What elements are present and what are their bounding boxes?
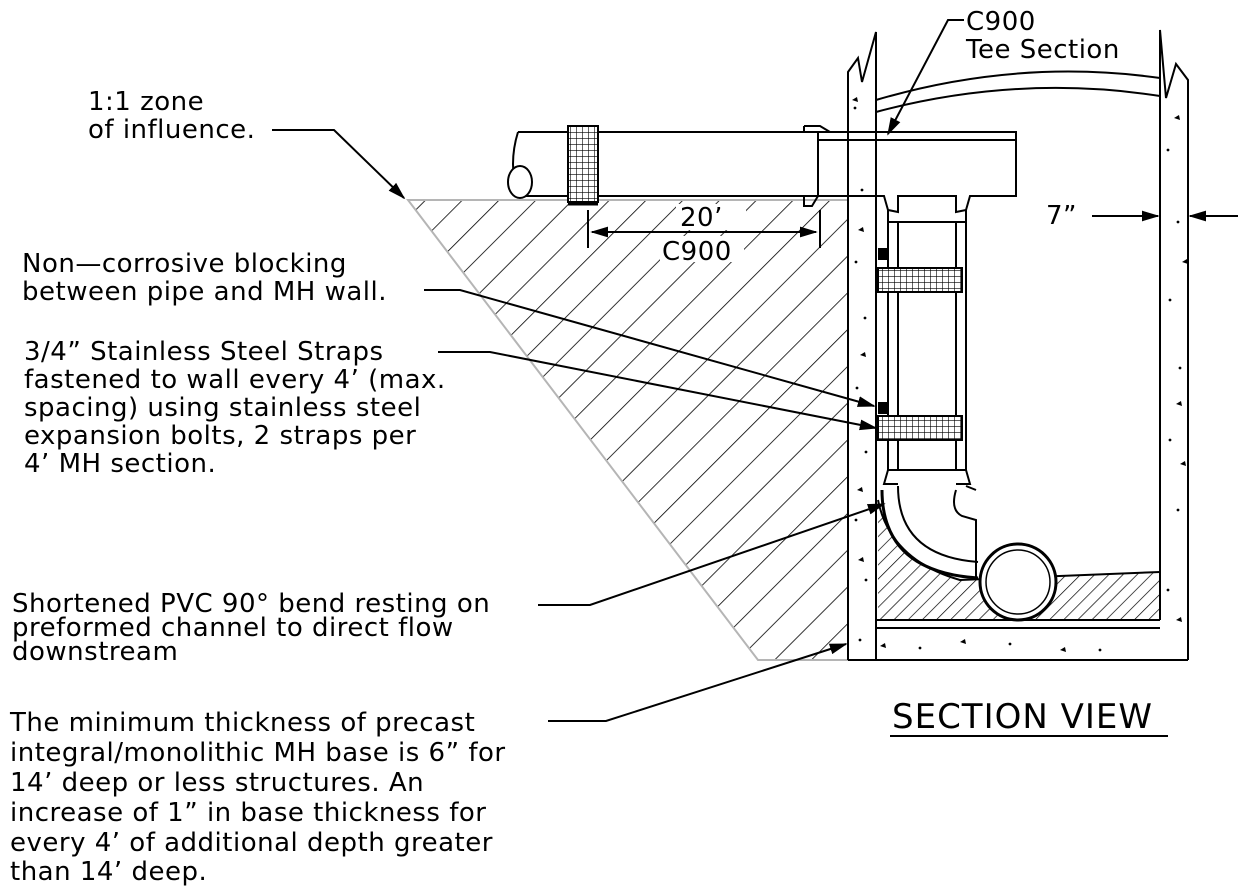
base-note-line-5: every 4’ of additional depth greater — [10, 828, 493, 858]
base-note-line-1: The minimum thickness of precast — [9, 708, 475, 738]
bend-label-line-1: Shortened PVC 90° bend resting on — [12, 589, 490, 619]
zone-label-line-1: 1:1 zone — [88, 87, 204, 117]
straps-label-line-2: fastened to wall every 4’ (max. — [24, 365, 446, 395]
manhole-structure — [847, 29, 1189, 661]
base-note-line-6: than 14’ deep. — [10, 857, 207, 887]
drop-pipe — [877, 210, 979, 580]
dimension-material-label: C900 — [662, 237, 732, 267]
tee-label: C900 Tee Section — [965, 7, 1120, 65]
zone-label: 1:1 zone of influence. — [88, 87, 255, 145]
straps-label: 3/4” Stainless Steel Straps fastened to … — [24, 337, 446, 479]
zone-label-line-2: of influence. — [88, 115, 255, 145]
straps-label-line-5: 4’ MH section. — [24, 449, 216, 479]
tee-label-line-2: Tee Section — [965, 35, 1120, 65]
pipe-length-dimension — [587, 204, 821, 262]
inlet-pipe — [507, 125, 831, 207]
bend-label-line-2: preformed channel to direct flow — [12, 613, 454, 643]
tee-label-line-1: C900 — [966, 7, 1036, 37]
blocking-label: Non—corrosive blocking between pipe and … — [22, 249, 387, 307]
blocking-label-line-2: between pipe and MH wall. — [22, 277, 387, 307]
base-note-line-2: integral/monolithic MH base is 6” for — [10, 738, 506, 768]
tee-section — [817, 131, 1017, 214]
blocking-label-line-1: Non—corrosive blocking — [22, 249, 347, 279]
dimension-length-label: 20’ — [680, 203, 723, 233]
straps-label-line-4: expansion bolts, 2 straps per — [24, 421, 416, 451]
section-title: SECTION VIEW — [892, 697, 1153, 737]
leader-lines — [272, 19, 964, 722]
base-note-line-4: increase of 1” in base thickness for — [10, 798, 487, 828]
bend-label-line-3: downstream — [12, 637, 178, 667]
straps-label-line-1: 3/4” Stainless Steel Straps — [24, 337, 384, 367]
base-thickness-note: The minimum thickness of precast integra… — [9, 708, 506, 887]
base-note-line-3: 14’ deep or less structures. An — [10, 768, 424, 798]
straps-label-line-3: spacing) using stainless steel — [24, 393, 421, 423]
outlet-pipe — [978, 542, 1058, 622]
wall-thickness-label: 7” — [1046, 201, 1077, 231]
bend-label: Shortened PVC 90° bend resting on prefor… — [12, 589, 490, 667]
